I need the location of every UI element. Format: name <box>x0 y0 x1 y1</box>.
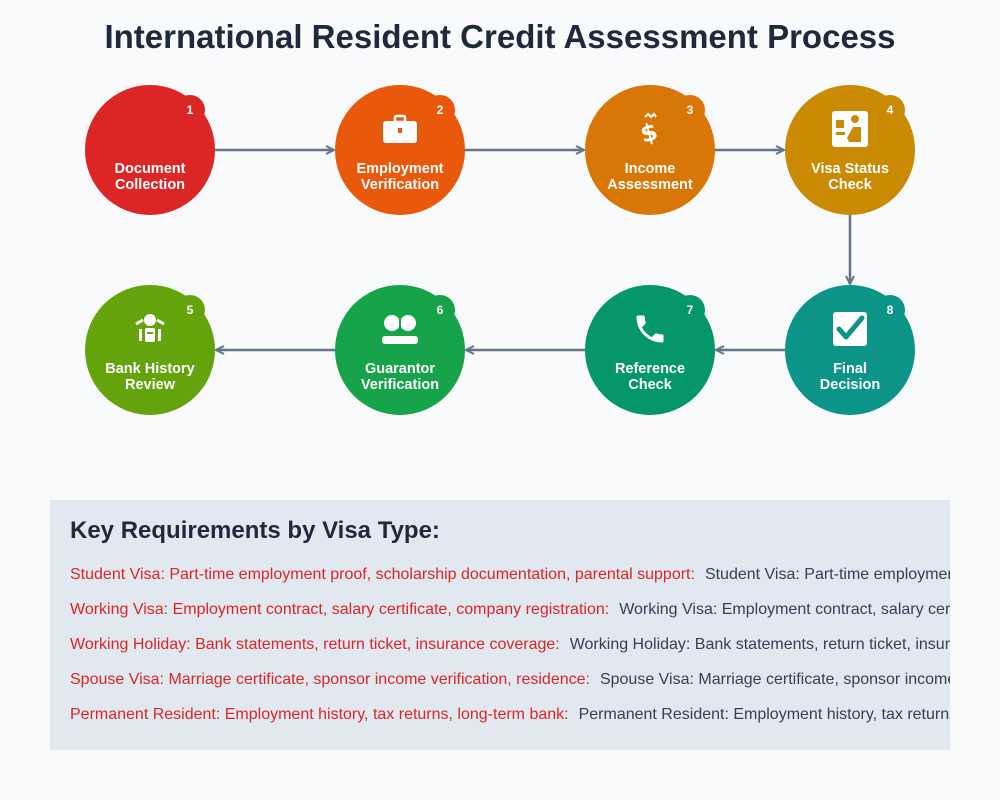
step-number-badge: 3 <box>675 95 705 125</box>
requirement-row: Permanent Resident: Employment history, … <box>70 705 950 740</box>
step-label: Visa Status Check <box>811 161 889 193</box>
requirement-value: Permanent Resident: Employment history, … <box>578 706 950 723</box>
step-label: Guarantor Verification <box>360 361 440 393</box>
step-label: Bank History Review <box>105 361 195 393</box>
requirement-key: Permanent Resident: Employment history, … <box>70 706 569 723</box>
requirement-value: Spouse Visa: Marriage certificate, spons… <box>599 671 950 688</box>
flow-connectors <box>215 0 1000 480</box>
step-label: Document Collection <box>114 161 186 193</box>
step-number-badge: 1 <box>175 95 205 125</box>
people-icon <box>335 307 465 351</box>
step-label: Income Assessment <box>607 161 693 193</box>
requirements-panel: Key Requirements by Visa Type: Student V… <box>50 500 950 750</box>
requirements-heading: Key Requirements by Visa Type: <box>70 517 440 544</box>
step-number-badge: 6 <box>425 295 455 325</box>
step-employment-verification: Employment Verification <box>335 85 465 215</box>
requirement-value: Working Holiday: Bank statements, return… <box>569 636 950 653</box>
page-title: International Resident Credit Assessment… <box>104 18 896 55</box>
requirement-row: Spouse Visa: Marriage certificate, spons… <box>70 670 950 705</box>
svg-text:$: $ <box>637 117 660 147</box>
requirement-key: Spouse Visa: Marriage certificate, spons… <box>70 671 590 688</box>
requirement-row: Working Holiday: Bank statements, return… <box>70 635 950 670</box>
requirement-key: Working Holiday: Bank statements, return… <box>70 636 560 653</box>
step-label: Employment Verification <box>356 161 444 193</box>
step-number-badge: 7 <box>675 295 705 325</box>
step-number-badge: 4 <box>875 95 905 125</box>
requirement-value: Working Visa: Employment contract, salar… <box>619 601 950 618</box>
passport-control-icon <box>785 107 915 151</box>
step-number-badge: 5 <box>175 295 205 325</box>
requirement-key: Working Visa: Employment contract, salar… <box>70 601 610 618</box>
requirement-row: Working Visa: Employment contract, salar… <box>70 600 950 635</box>
requirement-key: Student Visa: Part-time employment proof… <box>70 566 695 583</box>
requirement-row: Student Visa: Part-time employment proof… <box>70 565 950 600</box>
step-label: Reference Check <box>614 361 686 393</box>
bank-icon <box>85 307 215 351</box>
briefcase-icon <box>335 107 465 151</box>
step-label: Final Decision <box>819 361 881 393</box>
step-number-badge: 2 <box>425 95 455 125</box>
requirements-list: Student Visa: Part-time employment proof… <box>70 565 950 740</box>
step-number-badge: 8 <box>875 295 905 325</box>
check-box-icon <box>785 307 915 351</box>
phone-icon <box>585 307 715 351</box>
money-bag-icon: $ <box>585 107 715 151</box>
requirement-value: Student Visa: Part-time employment proof… <box>704 566 950 583</box>
